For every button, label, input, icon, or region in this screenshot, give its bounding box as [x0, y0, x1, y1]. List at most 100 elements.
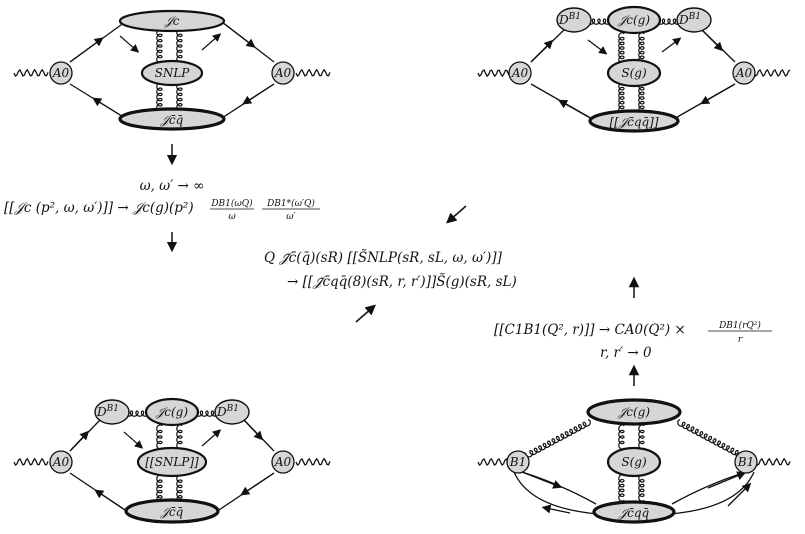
gluon-coil	[638, 82, 645, 114]
right-relation-text: [[C1B1(Q², r)]] → CA0(Q²) ×	[494, 322, 686, 338]
soft-arrow-left	[123, 431, 144, 449]
collinear-jet-blob	[118, 9, 226, 33]
gluon-coil	[638, 32, 645, 64]
vertex-label-right: B1	[737, 455, 754, 469]
gluon-coil	[176, 82, 183, 112]
quark-arrow-bottom-right	[700, 83, 736, 105]
db1-label-right: DB1	[216, 404, 239, 419]
anticollinear-jet-label: 𝒥c̄qq̄	[618, 506, 650, 520]
gluon-coil	[638, 424, 645, 450]
anticollinear-jet-blob	[588, 109, 680, 133]
gluon-coil	[176, 424, 183, 450]
vertex-label-right: A0	[735, 66, 753, 80]
fraction-denominator: ω′	[286, 212, 295, 222]
current-vertex-left	[49, 450, 73, 474]
quark-arrow-outer-left	[541, 504, 571, 514]
photon-line-left	[477, 69, 511, 78]
soft-function-blob	[140, 59, 204, 87]
current-vertex-right	[271, 61, 295, 85]
db1-blob-right	[676, 7, 712, 33]
anticollinear-jet-blob	[118, 107, 226, 131]
gluon-coil	[618, 424, 625, 450]
quark-arrow-bottom-right	[242, 83, 275, 105]
soft-function-label: SNLP	[155, 66, 191, 80]
left-formula-block: ω, ω′ → ∞ [[𝒥c (p², ω, ω′)]] → 𝒥c(g)(p²)…	[4, 178, 320, 222]
db1-blob-left	[94, 399, 130, 425]
current-vertex-left	[508, 61, 532, 85]
gluon-coil	[176, 474, 183, 504]
fraction-numerator: DB1(rQ²)	[718, 320, 761, 331]
quark-arrow-top-left	[530, 39, 554, 63]
left-fraction-1: DB1(ωQ) ω	[210, 198, 254, 222]
diagram-top-left: A0 A0 𝒥c SNLP 𝒥c̄q̄	[13, 9, 331, 131]
flow-arrow-diagonal-bottom	[355, 304, 376, 323]
quark-arrow-lower-right	[707, 471, 747, 489]
left-relation-text: [[𝒥c (p², ω, ω′)]] → 𝒥c(g)(p²)	[4, 200, 194, 216]
soft-function-label: S(g)	[621, 66, 647, 80]
photon-line-left	[13, 68, 49, 77]
db1-label-left: DB1	[558, 12, 581, 27]
vertex-label-left: A0	[52, 66, 70, 80]
quark-arrow-bottom-left	[558, 99, 595, 121]
db1-label-left: DB1	[96, 404, 119, 419]
soft-arrow-right	[661, 37, 682, 53]
gluon-coil	[618, 474, 625, 502]
vertex-label-left: B1	[509, 455, 526, 469]
gluon-coil	[156, 28, 163, 64]
db1-label-right: DB1	[678, 12, 701, 27]
collinear-jet-label: 𝒥c	[163, 14, 179, 28]
gluon-coil	[156, 82, 163, 112]
photon-line-right	[755, 457, 791, 466]
vertex-label-right: A0	[274, 66, 292, 80]
photon-line-left	[477, 457, 509, 467]
gluon-coil	[677, 419, 744, 458]
gluon-coil	[656, 18, 682, 25]
vertex-label-right: A0	[274, 455, 292, 469]
db1-blob-left	[556, 7, 592, 33]
collinear-jet-blob	[606, 5, 662, 35]
gluon-coil	[524, 419, 591, 458]
diagram-bottom-left: A0 A0 DB1 DB1 𝒥c(g) [[SNLP]] 𝒥c̄q̄	[13, 397, 331, 524]
gluon-coil	[586, 18, 612, 25]
photon-line-right	[753, 68, 791, 78]
gluon-coil	[618, 32, 625, 64]
photon-line-left	[13, 457, 49, 466]
anticollinear-jet-blob	[592, 500, 676, 524]
vertex-label-left: A0	[52, 455, 70, 469]
diagram-top-right: A0 A0 DB1 DB1 𝒥c(g) S(g) [[𝒥c̄qq̄]]	[477, 5, 791, 133]
center-formula-line-1: Q 𝒥̃c̄(q̄)(sR) [[S̃NLP(sR, sL, ω, ω′)]]	[264, 250, 503, 266]
gluon-coil	[156, 424, 163, 450]
center-formula-block: Q 𝒥̃c̄(q̄)(sR) [[S̃NLP(sR, sL, ω, ω′)]] …	[264, 250, 517, 290]
quark-line-outer-right	[669, 471, 755, 515]
current-vertex-left	[49, 61, 73, 85]
gluon-coil	[176, 28, 183, 64]
current-vertex-left	[506, 450, 530, 474]
photon-line-right	[295, 68, 331, 77]
collinear-jet-label: 𝒥c(g)	[617, 405, 650, 419]
gluon-coil	[156, 474, 163, 504]
right-formula-block: [[C1B1(Q², r)]] → CA0(Q²) × DB1(rQ²) r r…	[494, 320, 772, 361]
anticollinear-jet-blob	[124, 498, 220, 524]
gluon-coil	[618, 82, 625, 114]
soft-arrow-left	[587, 39, 608, 55]
left-fraction-2: DB1*(ω′Q) ω′	[262, 198, 320, 222]
quark-arrow-top-left	[69, 430, 90, 452]
gluon-coil	[194, 410, 220, 417]
soft-function-blob	[606, 58, 662, 88]
soft-function-blob	[136, 446, 208, 478]
quark-arrow-bottom-left	[94, 489, 129, 513]
quark-line-outer-left	[513, 471, 599, 515]
soft-arrow-left	[119, 35, 140, 53]
gluon-coil	[124, 410, 150, 417]
soft-function-label: [[SNLP]]	[145, 455, 199, 469]
soft-arrow-right	[201, 33, 222, 51]
collinear-jet-label: 𝒥c(g)	[155, 405, 188, 419]
gluon-coil	[638, 474, 645, 502]
quark-arrow-top-left	[69, 37, 104, 63]
vertex-label-left: A0	[511, 66, 529, 80]
soft-arrow-right	[201, 429, 222, 447]
flow-arrow-diagonal-top	[446, 205, 467, 224]
diagram-bottom-right: B1 B1 𝒥c(g) S(g) 𝒥c̄qq̄	[477, 398, 791, 524]
quark-arrow-top-right	[243, 419, 264, 441]
